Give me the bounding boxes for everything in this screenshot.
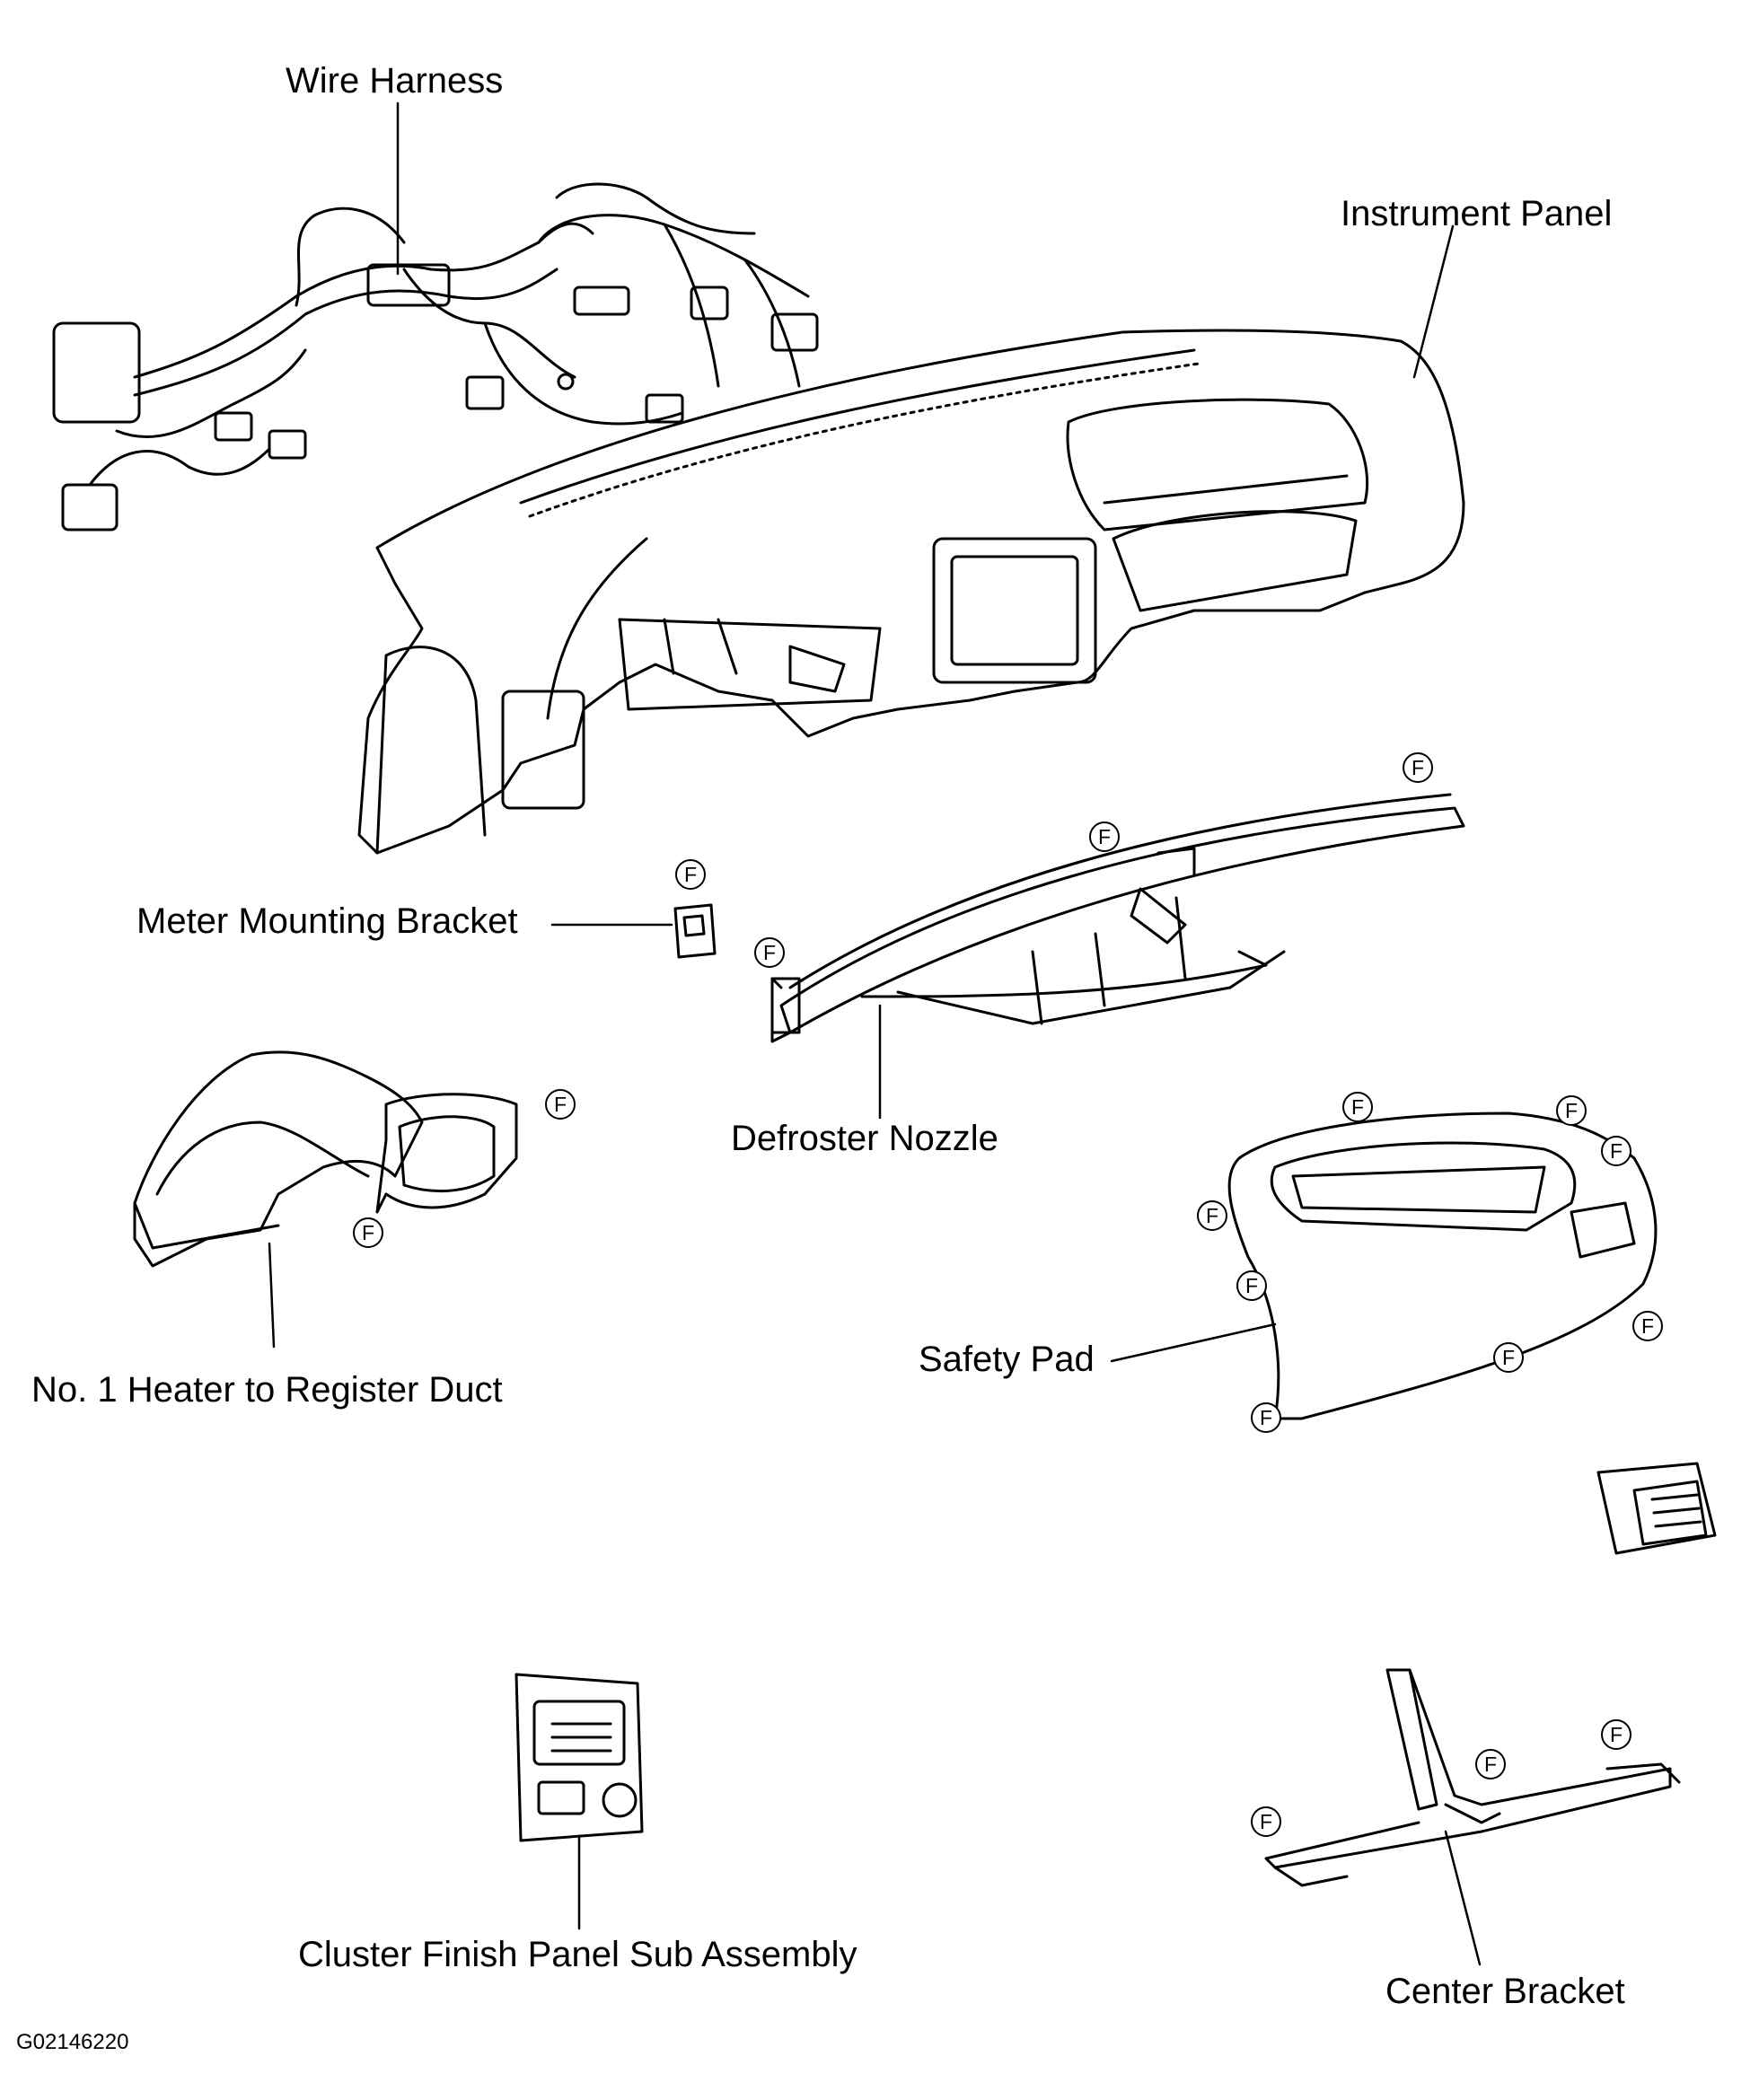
fastener-mark: F bbox=[1251, 1806, 1281, 1837]
label-meter-mounting-bracket: Meter Mounting Bracket bbox=[136, 901, 518, 941]
fastener-mark: F bbox=[675, 859, 706, 890]
label-cluster-finish-panel: Cluster Finish Panel Sub Assembly bbox=[298, 1935, 858, 1974]
label-instrument-panel: Instrument Panel bbox=[1341, 194, 1613, 233]
label-safety-pad: Safety Pad bbox=[919, 1340, 1095, 1379]
label-center-bracket: Center Bracket bbox=[1385, 1972, 1625, 2011]
leader-heater-duct bbox=[268, 1242, 276, 1349]
label-heater-duct: No. 1 Heater to Register Duct bbox=[31, 1370, 503, 1410]
cluster-finish-panel-drawing bbox=[515, 1673, 644, 1842]
fastener-mark: F bbox=[1089, 822, 1120, 852]
fastener-mark: F bbox=[1556, 1095, 1587, 1126]
fastener-mark: F bbox=[754, 937, 785, 968]
fastener-mark: F bbox=[1236, 1270, 1267, 1301]
fastener-mark: F bbox=[1601, 1719, 1631, 1750]
meter-mounting-bracket-drawing bbox=[673, 903, 717, 959]
leader-lines bbox=[268, 101, 1482, 1966]
fastener-mark: F bbox=[1342, 1092, 1373, 1122]
fastener-mark: F bbox=[1493, 1342, 1524, 1373]
heater-duct-drawing bbox=[133, 1050, 518, 1268]
fastener-mark: F bbox=[1251, 1402, 1281, 1433]
wire-harness-drawing bbox=[52, 182, 819, 532]
figure-code: G02146220 bbox=[16, 2030, 129, 2054]
defroster-nozzle-drawing bbox=[770, 793, 1465, 1043]
leader-instrument-panel bbox=[1412, 224, 1455, 379]
leader-center-bracket bbox=[1444, 1830, 1482, 1966]
safety-pad-drawing bbox=[1227, 1112, 1658, 1420]
fastener-mark: F bbox=[1197, 1200, 1227, 1231]
fastener-mark: F bbox=[545, 1089, 576, 1120]
fastener-mark: F bbox=[1601, 1136, 1631, 1166]
fastener-mark: F bbox=[353, 1217, 383, 1248]
center-bracket-drawing bbox=[1264, 1668, 1681, 1887]
fastener-mark: F bbox=[1403, 752, 1433, 783]
side-register-drawing bbox=[1596, 1462, 1717, 1555]
fastener-mark: F bbox=[1475, 1749, 1506, 1779]
label-defroster-nozzle: Defroster Nozzle bbox=[731, 1119, 998, 1158]
label-wire-harness: Wire Harness bbox=[286, 61, 504, 101]
fastener-mark: F bbox=[1632, 1311, 1663, 1341]
instrument-panel-drawing bbox=[357, 329, 1465, 855]
leader-safety-pad bbox=[1110, 1322, 1277, 1363]
